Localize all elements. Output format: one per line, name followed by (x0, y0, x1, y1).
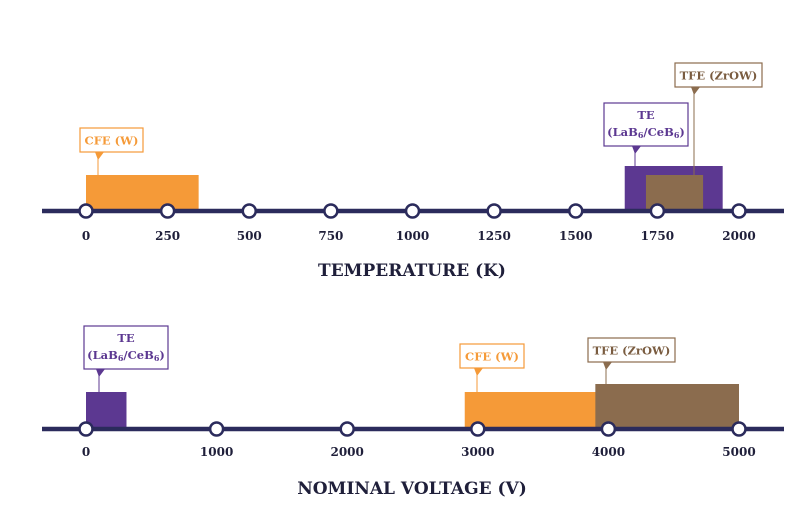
tick-label: 2000 (722, 229, 755, 243)
tick-marker (78, 203, 94, 219)
tick-marker (470, 421, 486, 437)
tick-marker (208, 421, 225, 437)
tick-label: 750 (318, 229, 343, 243)
tick-label: 0 (82, 229, 90, 243)
cfe-w-voltage-callout: CFE (W) (459, 343, 525, 392)
tick-marker (241, 203, 257, 219)
te-voltage-callout: TE (LaB6/CeB6) (83, 325, 169, 392)
tfe-zrow-voltage-callout: TFE (ZrOW) (587, 337, 676, 384)
voltage-tick-labels: 0 1000 2000 3000 4000 5000 (82, 445, 756, 459)
tick-label: 1000 (396, 229, 429, 243)
tick-label: 250 (155, 229, 180, 243)
tick-marker (486, 203, 502, 219)
voltage-axis-title: NOMINAL VOLTAGE (V) (297, 479, 527, 499)
voltage-tick-markers (78, 421, 747, 437)
tick-marker (323, 203, 339, 219)
tfe-zrow-label: TFE (ZrOW) (593, 344, 671, 358)
tfe-zrow-temperature-callout: TFE (ZrOW) (674, 62, 763, 175)
te-temperature-callout: TE (LaB6/CeB6) (603, 102, 689, 167)
voltage-panel: 0 1000 2000 3000 4000 5000 NOMINAL VOLTA… (42, 325, 784, 499)
tick-marker (731, 421, 747, 437)
tfe-zrow-voltage-bar (595, 384, 739, 429)
tick-label: 1750 (641, 229, 674, 243)
tick-marker (731, 203, 747, 219)
temperature-tick-markers (78, 203, 747, 219)
tick-label: 4000 (592, 445, 625, 459)
tick-marker (404, 203, 421, 219)
te-label-line2: (LaB6/CeB6) (87, 348, 165, 363)
cfe-w-temperature-bar (86, 175, 199, 211)
cfe-w-label: CFE (W) (85, 134, 139, 148)
tick-marker (159, 203, 176, 219)
tick-label: 1000 (200, 445, 233, 459)
te-label-line1: TE (637, 108, 655, 122)
temperature-axis-title: TEMPERATURE (K) (318, 261, 506, 281)
tick-label: 3000 (461, 445, 494, 459)
cfe-w-voltage-bar (464, 392, 622, 429)
tick-label: 1500 (559, 229, 592, 243)
tick-marker (78, 421, 94, 437)
tick-label: 2000 (330, 445, 363, 459)
tfe-zrow-label: TFE (ZrOW) (680, 69, 758, 83)
tick-marker (600, 421, 617, 437)
tick-label: 1250 (477, 229, 510, 243)
te-label-line2: (LaB6/CeB6) (607, 125, 685, 140)
cfe-w-label: CFE (W) (465, 350, 519, 364)
tick-marker (568, 203, 584, 219)
tick-label: 500 (237, 229, 262, 243)
te-voltage-bar (86, 392, 127, 429)
temperature-tick-labels: 0 250 500 750 1000 1250 1500 1750 2000 (82, 229, 756, 243)
temperature-panel: 0 250 500 750 1000 1250 1500 1750 2000 T… (42, 62, 784, 281)
tick-marker (339, 421, 355, 437)
tick-label: 0 (82, 445, 90, 459)
tick-marker (649, 203, 666, 219)
tick-label: 5000 (722, 445, 755, 459)
cfe-w-temperature-callout: CFE (W) (79, 127, 144, 175)
te-label-line1: TE (117, 331, 135, 345)
